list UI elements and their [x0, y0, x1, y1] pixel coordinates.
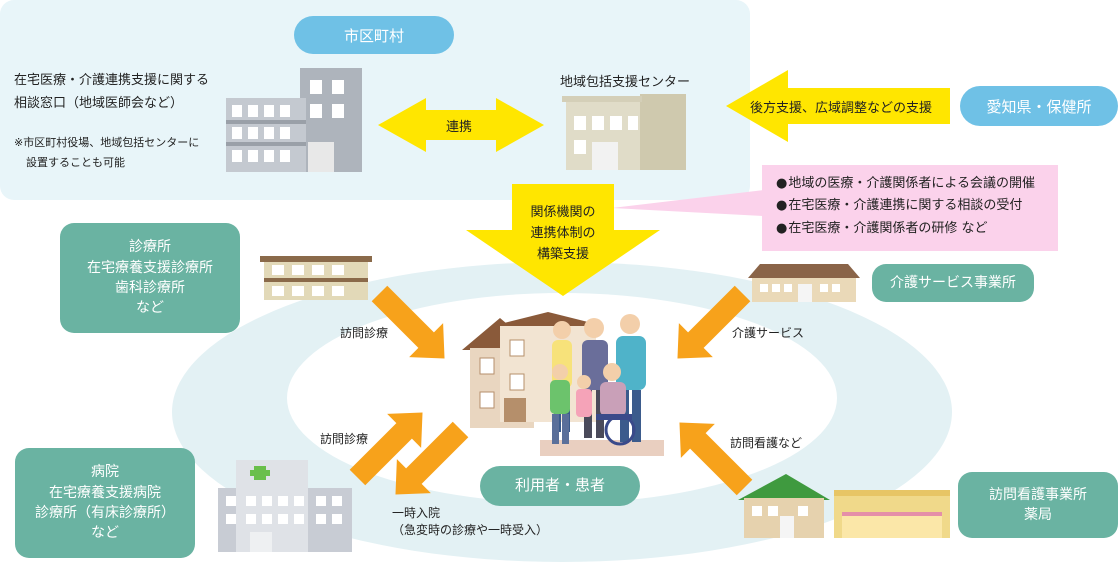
system-support-line-1: 関係機関の	[530, 205, 596, 220]
clinic-line: など	[136, 300, 164, 317]
hospital-line: 病院	[91, 464, 119, 481]
callout-pointer	[612, 190, 764, 216]
note-line-2: 設置することも可能	[26, 155, 125, 169]
nursing-box: 訪問看護事業所 薬局	[958, 472, 1118, 538]
consult-window-label: 在宅医療・介護連携支援に関する 相談窓口（地域医師会など）	[14, 70, 209, 116]
arrow-clinic-to-user	[371, 285, 445, 359]
arrow-hospital-to-user	[349, 412, 423, 486]
regional-center-label: 地域包括支援センター	[560, 75, 691, 90]
system-support-line-2: 連携体制の	[530, 226, 596, 242]
consult-building-illustration	[226, 68, 362, 172]
hospital-out-arrow-label: 一時入院 （急変時の診療や一時受入）	[392, 505, 548, 540]
activity-item: 在宅医療・介護関係者の研修 など	[776, 218, 1058, 240]
care-service-building-illustration	[748, 264, 860, 302]
care-service-box: 介護サービス事業所	[872, 264, 1034, 302]
consult-line-2: 相談窓口（地域医師会など）	[14, 95, 184, 111]
renkei-double-arrow	[378, 98, 544, 152]
user-label: 利用者・患者	[480, 466, 640, 506]
family-people-illustration	[550, 314, 646, 446]
activities-box: 地域の医療・介護関係者による会議の開催 在宅医療・介護連携に関する相談の受付 在…	[762, 165, 1058, 251]
municipality-title: 市区町村	[294, 16, 454, 54]
system-support-arrow	[466, 184, 660, 296]
clinic-line: 在宅療養支援診療所	[87, 259, 213, 276]
arrow-nursing-to-user	[679, 422, 753, 496]
hospital-building-illustration	[218, 460, 352, 552]
system-support-line-3: 構築支援	[536, 247, 589, 263]
nursing-station-illustration	[738, 474, 830, 538]
nursing-arrow-label: 訪問看護など	[730, 436, 803, 450]
arrow-user-to-hospital	[395, 421, 469, 495]
care-arrow-label: 介護サービス	[732, 326, 805, 340]
nursing-line: 訪問看護事業所	[989, 486, 1087, 503]
clinic-line: 診療所	[129, 239, 171, 256]
hospital-line: など	[91, 525, 119, 542]
pharmacy-illustration	[834, 490, 950, 538]
clinic-line: 歯科診療所	[115, 280, 185, 296]
hospital-out-line-1: 一時入院	[392, 506, 441, 520]
prefecture-label: 愛知県・保健所	[960, 86, 1118, 126]
arrow-care-to-user	[677, 285, 751, 359]
hospital-in-arrow-label: 訪問診療	[320, 432, 369, 446]
hospital-line: 在宅療養支援病院	[49, 484, 161, 501]
hospital-box: 病院 在宅療養支援病院 診療所（有床診療所） など	[15, 448, 195, 558]
clinic-building-illustration	[260, 256, 372, 300]
consult-note: ※市区町村役場、地域包括センターに 設置することも可能	[14, 133, 199, 173]
note-line-1: ※市区町村役場、地域包括センターに	[14, 136, 200, 149]
clinic-arrow-label: 訪問診療	[340, 326, 389, 340]
regional-center-illustration	[562, 94, 686, 170]
activity-item: 地域の医療・介護関係者による会議の開催	[776, 173, 1058, 195]
system-support-label: 関係機関の 連携体制の 構築支援	[512, 202, 614, 265]
nursing-line: 薬局	[1024, 507, 1052, 523]
renkei-label: 連携	[446, 120, 473, 135]
prefecture-support-arrow	[726, 70, 950, 142]
activity-item: 在宅医療・介護連携に関する相談の受付	[776, 195, 1058, 217]
hospital-line: 診療所（有床診療所）	[35, 505, 175, 521]
clinic-box: 診療所 在宅療養支援診療所 歯科診療所 など	[60, 223, 240, 333]
prefecture-support-label: 後方支援、広域調整などの支援	[750, 101, 933, 116]
consult-line-1: 在宅医療・介護連携支援に関する	[14, 73, 210, 88]
hospital-out-line-2: （急変時の診療や一時受入）	[392, 523, 549, 538]
